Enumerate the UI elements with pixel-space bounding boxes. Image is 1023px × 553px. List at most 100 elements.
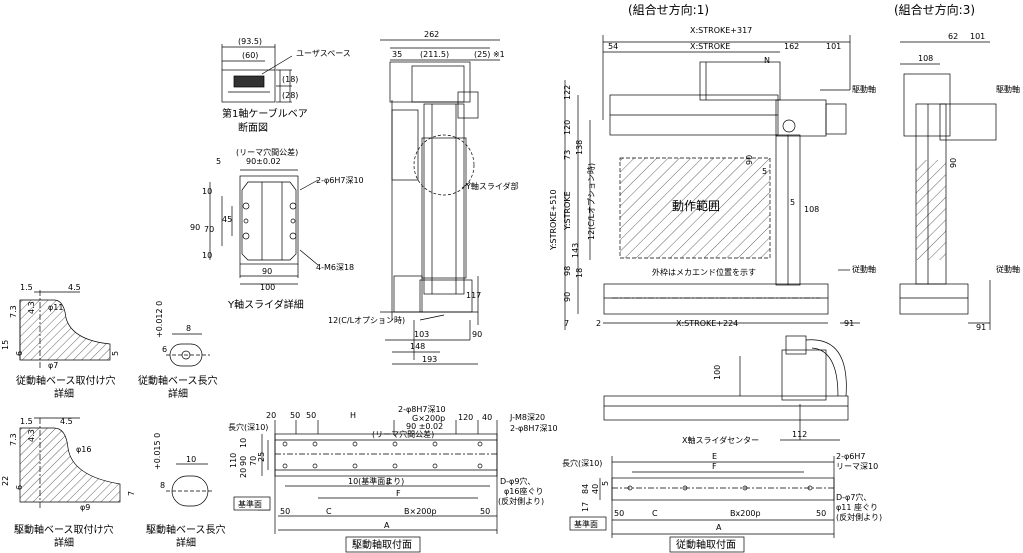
top-mecha-end: 外枠はメカエンド位置を示す bbox=[652, 267, 756, 277]
front-slider-label: Y軸スライダ部 bbox=[465, 181, 519, 191]
follow-base-hole-detail bbox=[19, 290, 111, 370]
top-v5a: 5 bbox=[762, 167, 767, 176]
fbase-d5: 5 bbox=[111, 351, 120, 356]
dmount-v20: 20 bbox=[239, 468, 248, 478]
x-axis-side bbox=[603, 395, 849, 421]
fmount-e: E bbox=[712, 452, 717, 461]
right-drive-axis: 駆動軸 bbox=[996, 84, 1020, 94]
top-w162: 162 bbox=[784, 42, 799, 51]
fmount-ref: 基準面 bbox=[574, 519, 598, 529]
right-view-combo3 bbox=[899, 41, 997, 330]
combo1-header: (組合せ方向:1) bbox=[628, 2, 709, 17]
dbase-d43: 4.3 bbox=[27, 429, 36, 442]
cable-section-view bbox=[221, 44, 293, 103]
dmount-hole1: 2-φ8H7深10 bbox=[398, 405, 446, 414]
fmount-d50a: 50 bbox=[614, 509, 624, 518]
fbase-sub: 詳細 bbox=[54, 387, 74, 400]
drive-base-hole-detail bbox=[19, 417, 121, 510]
dmount-v90: 90 bbox=[239, 456, 248, 466]
fmount-hole: 2-φ6H7 bbox=[836, 452, 865, 461]
dmount-dphi: D-φ9穴、 bbox=[500, 476, 535, 486]
dbase-sub: 詳細 bbox=[54, 536, 74, 549]
dmount-d50c: 50 bbox=[280, 507, 290, 516]
top-follow-axis: 従動軸 bbox=[852, 264, 876, 274]
yslider-d10b: 10 bbox=[202, 251, 212, 260]
yslider-d90h: 90 bbox=[262, 267, 272, 276]
right-w101: 101 bbox=[970, 32, 985, 41]
dslot-tol: +0.015 0 bbox=[153, 433, 162, 470]
dmount-rev: (反対側より) bbox=[498, 496, 544, 506]
cable-d1: (93.5) bbox=[238, 37, 262, 46]
fslot-d8: 8 bbox=[186, 324, 191, 333]
dmount-c: C bbox=[326, 507, 332, 516]
dbase-d7: 7 bbox=[127, 491, 136, 496]
fbase-d73: 7.3 bbox=[9, 305, 18, 318]
right-w62: 62 bbox=[948, 32, 958, 41]
side-view bbox=[603, 335, 849, 441]
front-cl: 12(C/Lオプション時) bbox=[328, 316, 405, 325]
yslider-hole1: 2-φ6H7深10 bbox=[316, 176, 364, 185]
dmount-f: F bbox=[396, 489, 401, 498]
fmount-f: F bbox=[712, 462, 717, 471]
dbase-d45: 4.5 bbox=[60, 417, 73, 426]
dmount-d20: 20 bbox=[266, 411, 276, 420]
dmount-a: A bbox=[384, 521, 390, 530]
fbase-phi11: φ11 bbox=[48, 303, 63, 312]
top-v7: 7 bbox=[564, 319, 569, 328]
dmount-slot: 長穴(深10) bbox=[228, 422, 268, 432]
top-stroke317: X:STROKE+317 bbox=[690, 26, 752, 35]
dslot-d8: 8 bbox=[160, 481, 165, 490]
y-slider-detail-view bbox=[209, 169, 319, 285]
fmount-v17: 17 bbox=[581, 502, 590, 512]
right-v91: 91 bbox=[976, 323, 986, 332]
front-w25: (25) ※1 bbox=[474, 50, 505, 59]
right-follow-axis: 従動軸 bbox=[996, 264, 1020, 274]
top-view-combo1 bbox=[564, 35, 860, 330]
fbase-d45: 4.5 bbox=[68, 283, 81, 292]
fmount-d50b: 50 bbox=[816, 509, 826, 518]
fslot-title: 従動軸ベース長穴 bbox=[138, 374, 218, 387]
fbase-title: 従動軸ベース取付け穴 bbox=[16, 374, 116, 387]
fmount-title: 従動軸取付面 bbox=[676, 538, 736, 551]
dmount-v10: 10 bbox=[239, 438, 248, 448]
top-v18: 18 bbox=[575, 268, 584, 278]
cable-d2: (60) bbox=[242, 51, 258, 60]
yslider-d5: 5 bbox=[216, 157, 221, 166]
front-w148: 148 bbox=[410, 342, 425, 351]
dbase-d22: 22 bbox=[1, 476, 10, 486]
front-w90: 90 bbox=[472, 330, 482, 339]
top-w101: 101 bbox=[826, 42, 841, 51]
fmount-dphi: D-φ7穴、 bbox=[836, 492, 871, 502]
top-range: 動作範囲 bbox=[672, 198, 720, 213]
dmount-hole2: 2-φ8H7深10 bbox=[510, 424, 558, 433]
top-v73: 73 bbox=[563, 150, 572, 160]
dmount-d50b: 50 bbox=[306, 411, 316, 420]
top-v2: 2 bbox=[596, 319, 601, 328]
front-w2115: (211.5) bbox=[420, 50, 449, 59]
dmount-v25: 25 bbox=[257, 452, 266, 462]
cable-d4: (28) bbox=[282, 91, 298, 100]
fbase-d15b: 15 bbox=[1, 340, 10, 350]
dmount-title-box: 駆動軸取付面 bbox=[345, 536, 421, 553]
fmount-b: Bx200p bbox=[730, 509, 761, 518]
dmount-ref: 基準面 bbox=[238, 499, 262, 509]
dslot-sub: 詳細 bbox=[176, 536, 196, 549]
side-center: X軸スライダセンター bbox=[682, 435, 759, 445]
top-v120: 120 bbox=[563, 120, 572, 135]
dbase-phi9: φ9 bbox=[80, 503, 90, 512]
dmount-d120: 120 bbox=[458, 413, 473, 422]
y-axis-column bbox=[423, 103, 465, 295]
yslider-d10a: 10 bbox=[202, 187, 212, 196]
yslider-d70: 70 bbox=[204, 225, 214, 234]
dmount-g: G×200p bbox=[412, 414, 445, 423]
x-axis-lower bbox=[603, 283, 829, 315]
fslot-sub: 詳細 bbox=[168, 387, 188, 400]
top-v143: 143 bbox=[571, 243, 580, 258]
yslider-title: Y軸スライダ詳細 bbox=[227, 298, 304, 311]
fmount-a: A bbox=[716, 523, 722, 532]
top-w54: 54 bbox=[608, 42, 618, 51]
fmount-title-box: 従動軸取付面 bbox=[669, 536, 745, 553]
fmount-rev: (反対側より) bbox=[836, 512, 882, 522]
